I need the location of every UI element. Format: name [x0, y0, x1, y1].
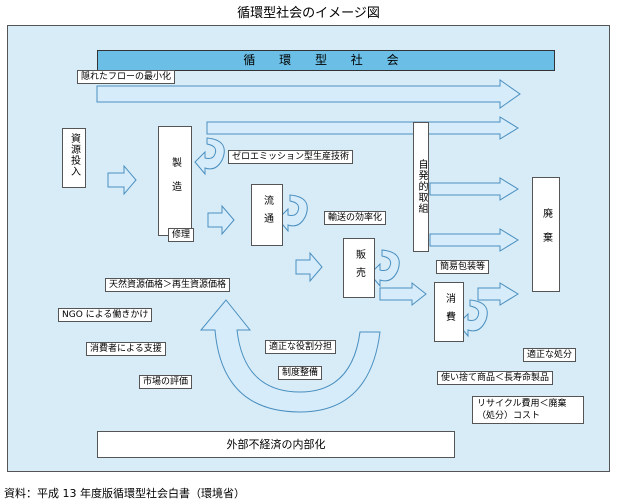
- dist-loop-arrow: [277, 194, 308, 233]
- simple-packaging-label: 簡易包装等: [436, 260, 490, 274]
- dist-to-sales-arrow: [295, 251, 323, 283]
- role-sharing-label: 適正な役割分担: [265, 340, 337, 354]
- input-arrow: [107, 164, 137, 196]
- proper-disposal-label: 適正な処分: [523, 348, 577, 362]
- sales-label: 販売: [353, 249, 365, 285]
- ngo-label: NGO による働きかけ: [58, 308, 153, 322]
- zero-emission-label: ゼロエミッション型生産技術: [228, 150, 354, 164]
- disposal-label: 廃棄: [540, 208, 552, 256]
- mfg-to-dist-arrow: [207, 204, 235, 236]
- consumption-box: 消費: [434, 282, 464, 342]
- recycle-cost-label: リサイクル費用＜廃棄（処分）コスト: [472, 396, 584, 424]
- arrow-row2: [429, 177, 519, 201]
- diagram-title: 循環型社会のイメージ図: [237, 6, 380, 21]
- consumer-support-label: 消費者による支援: [86, 342, 166, 356]
- mfg-loop-arrow: [194, 137, 225, 176]
- resource-input-label: 資源投入: [68, 133, 80, 177]
- resource-input-box: 資源投入: [62, 128, 86, 188]
- disposable-vs-long-life-label: 使い捨て商品＜長寿命製品: [437, 371, 554, 385]
- repair-label: 修理: [168, 228, 195, 242]
- voluntary-initiatives-box: 自発的取組: [413, 122, 429, 252]
- institution-label: 制度整備: [278, 366, 323, 380]
- sales-box: 販売: [343, 238, 375, 298]
- distribution-box: 流通: [251, 184, 283, 246]
- sales-loop-arrow: [369, 249, 400, 288]
- resource-price-label: 天然資源価格＞再生資源価格: [105, 278, 231, 292]
- hidden-flow-arrow: [96, 79, 521, 109]
- hidden-flow-label: 隠れたフローの最小化: [77, 70, 176, 84]
- sales-to-cons-arrow: [379, 281, 427, 307]
- internalization-box: 外部不経済の内部化: [97, 431, 455, 458]
- source-note: 資料：平成 13 年度版循環型社会白書（環境省）: [4, 487, 245, 500]
- disposal-box: 廃棄: [532, 177, 560, 292]
- arrow-row1: [206, 116, 519, 140]
- recycling-society-band: 循 環 型 社 会: [97, 50, 555, 71]
- manufacturing-label: 製造: [169, 157, 181, 205]
- distribution-label: 流通: [261, 195, 273, 231]
- recycle-curve-arrow: [199, 299, 381, 413]
- manufacturing-box: 製造: [158, 126, 192, 236]
- arrow-row4: [477, 282, 519, 306]
- arrow-row3: [429, 228, 519, 252]
- consumption-label: 消費: [443, 293, 455, 329]
- transport-efficiency-label: 輸送の効率化: [324, 211, 387, 225]
- voluntary-initiatives-label: 自発的取組: [416, 159, 427, 214]
- market-evaluation-label: 市場の評価: [139, 375, 193, 389]
